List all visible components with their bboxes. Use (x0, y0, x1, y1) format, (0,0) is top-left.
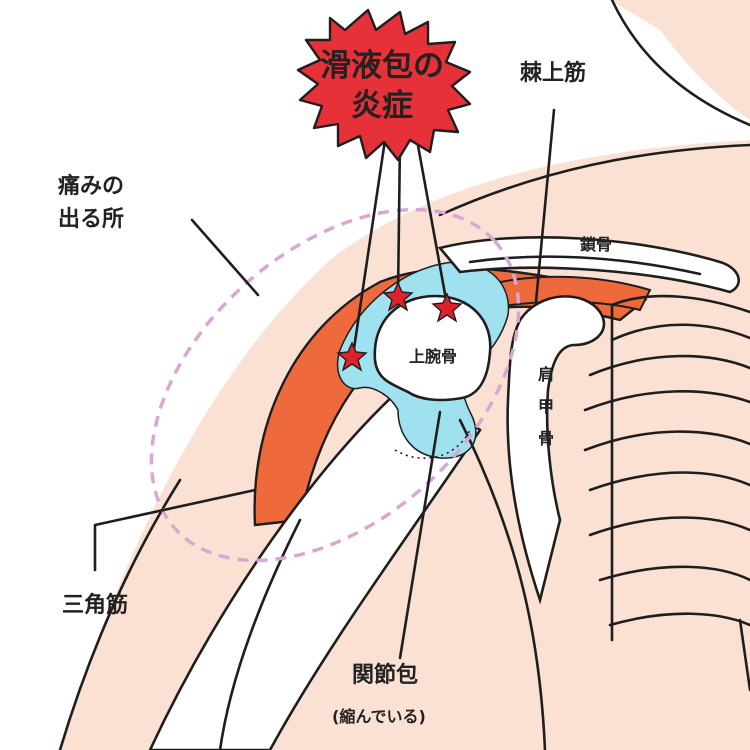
burst-label-line1: 滑液包の (320, 48, 444, 84)
scapula-label-2: 甲 (538, 397, 554, 416)
rib (588, 516, 750, 537)
joint-capsule-outline (394, 429, 471, 459)
scapula (506, 295, 606, 605)
rib (610, 323, 750, 342)
inflammation-star (336, 341, 368, 372)
rib (610, 294, 750, 314)
arm-back-line (218, 518, 302, 750)
burst-label-line2: 炎症 (351, 88, 413, 124)
leader-burst-1 (350, 138, 387, 364)
pain-label-line2: 出る所 (58, 207, 124, 232)
capsule-label-line1: 関節包 (352, 662, 418, 688)
neck-skin (610, 0, 750, 120)
rib (588, 471, 750, 492)
leader-capsule (398, 410, 442, 660)
labels: 滑液包の 炎症 痛みの 出る所 棘上筋 鎖骨 肩 甲 骨 上腕骨 三角筋 関節包… (58, 48, 612, 726)
pain-label-line1: 痛みの (58, 173, 124, 199)
leader-pain (190, 218, 260, 297)
neck-line (610, 0, 750, 127)
inflammation-star (382, 281, 414, 312)
pain-zone-outline (149, 207, 521, 563)
inflammation-stars (336, 281, 463, 372)
leader-supraspinatus (534, 108, 556, 304)
rib (583, 390, 750, 412)
clavicle-detail (468, 255, 702, 276)
humerus-label: 上腕骨 (409, 347, 457, 366)
rib (608, 612, 750, 627)
clavicle-label: 鎖骨 (580, 235, 612, 254)
rib (583, 430, 750, 452)
torso-line-2 (738, 618, 750, 692)
leader-burst-2 (396, 138, 402, 298)
deltoid-label: 三角筋 (62, 592, 128, 618)
inflammation-burst (296, 8, 472, 162)
scapula-label-1: 肩 (538, 365, 554, 384)
leader-deltoid (93, 488, 257, 572)
contour-lines (58, 0, 750, 750)
leader-lines (93, 108, 556, 660)
shoulder-top-line (438, 143, 750, 217)
rib (598, 565, 750, 582)
humeral-head (373, 294, 492, 402)
clavicle (437, 236, 740, 294)
inflammation-star (431, 292, 463, 323)
leader-burst-3 (415, 138, 449, 307)
capsule-label-line2: (縮んでいる) (332, 707, 426, 726)
scapula-label-3: 骨 (538, 429, 554, 448)
supraspinatus-label: 棘上筋 (520, 60, 586, 86)
rib-cage (583, 294, 750, 642)
torso-line (458, 418, 547, 750)
supraspinatus-muscle (468, 275, 652, 312)
